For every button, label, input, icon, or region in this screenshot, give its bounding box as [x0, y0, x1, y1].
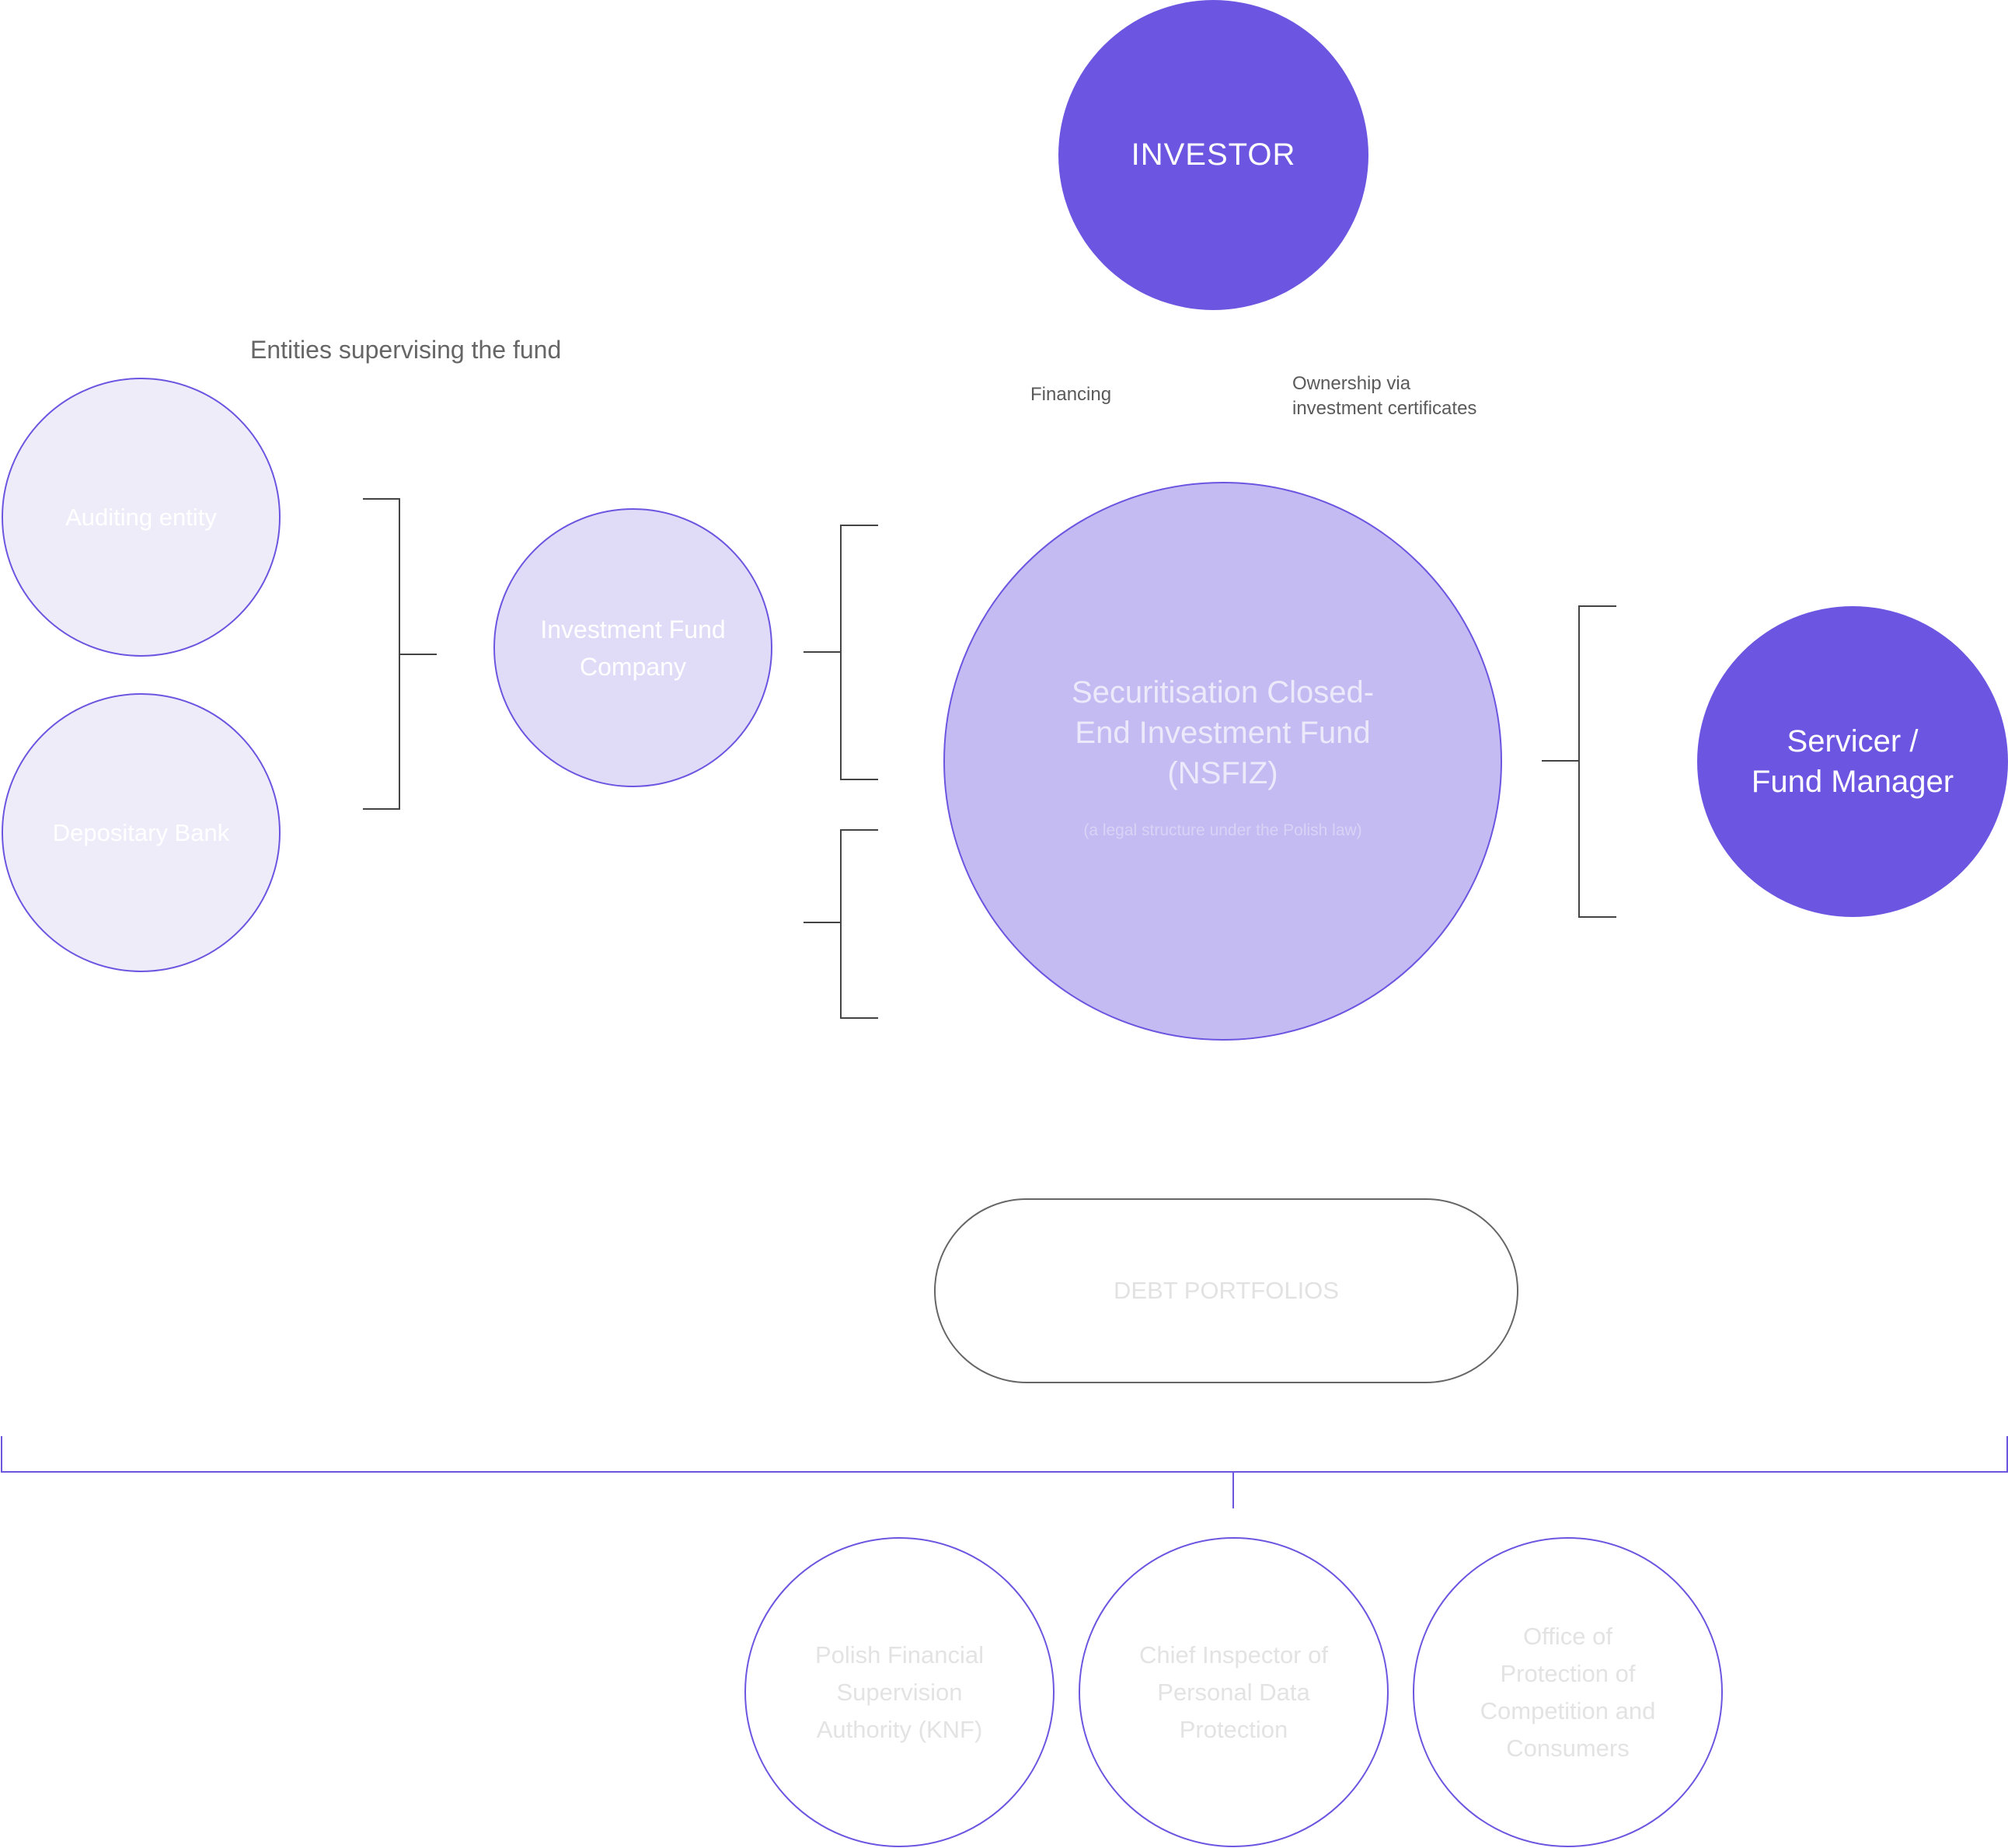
depositary-bank-node: Depositary Bank	[2, 693, 281, 972]
investment-fund-company-label: Investment Fund Company	[540, 615, 726, 681]
investor-node: INVESTOR	[1058, 0, 1368, 310]
bracket-supervisors-shape	[363, 498, 400, 810]
regulator-competition-label: Office of Protection of Competition and …	[1480, 1622, 1656, 1762]
bracket-regulators-shape	[1, 1436, 2008, 1473]
servicer-fund-manager-label: Servicer / Fund Manager	[1751, 724, 1954, 799]
bracket-lower-shape	[840, 829, 878, 1019]
bracket-ifc-shape	[840, 525, 878, 780]
regulator-data-protection-node: Chief Inspector of Personal Data Protect…	[1079, 1537, 1389, 1847]
bracket-ifc	[804, 525, 878, 780]
bracket-lower	[804, 829, 878, 1019]
entities-supervising-caption: Entities supervising the fund	[250, 336, 562, 364]
debt-portfolios-node: DEBT PORTFOLIOS	[934, 1198, 1518, 1383]
depositary-bank-label: Depositary Bank	[52, 818, 230, 846]
auditing-entity-node: Auditing entity	[2, 378, 281, 657]
securitisation-fund-sublabel: (a legal structure under the Polish law)	[1083, 821, 1362, 839]
financing-flow-label: Financing	[1030, 384, 1112, 405]
debt-portfolios-label: DEBT PORTFOLIOS	[1114, 1277, 1339, 1304]
regulator-knf-node: Polish Financial Supervision Authority (…	[744, 1537, 1055, 1847]
regulator-knf-label: Polish Financial Supervision Authority (…	[814, 1641, 985, 1743]
servicer-fund-manager-node: Servicer / Fund Manager	[1697, 606, 2008, 917]
ownership-flow-label: Ownership via investment certificates	[1292, 373, 1477, 419]
investment-fund-company-node: Investment Fund Company	[493, 508, 772, 787]
bracket-supervisors	[363, 498, 437, 810]
securitisation-fund-node: Securitisation Closed- End Investment Fu…	[943, 482, 1502, 1041]
bracket-servicer-shape	[1578, 605, 1616, 918]
regulator-data-protection-label: Chief Inspector of Personal Data Protect…	[1139, 1641, 1328, 1743]
bracket-regulators	[1, 1436, 2008, 1508]
regulator-competition-node: Office of Protection of Competition and …	[1413, 1537, 1723, 1847]
auditing-entity-label: Auditing entity	[65, 503, 217, 531]
bracket-servicer	[1542, 605, 1616, 918]
investor-label: INVESTOR	[1131, 138, 1296, 172]
securitisation-fund-label: Securitisation Closed- End Investment Fu…	[1071, 675, 1375, 790]
